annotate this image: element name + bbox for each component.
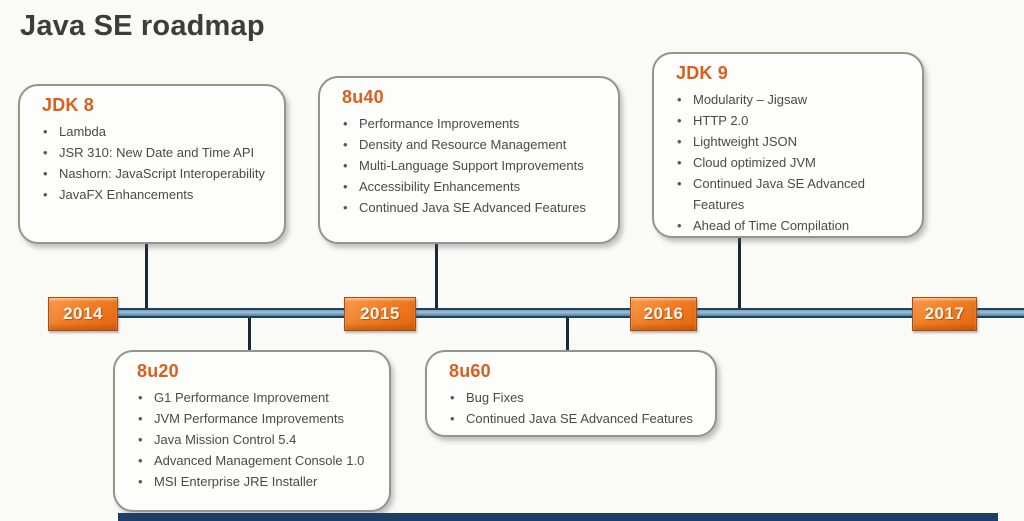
feature-item: Ahead of Time Compilation [676,215,910,236]
feature-list: Modularity – Jigsaw HTTP 2.0 Lightweight… [676,89,910,236]
feature-box-title: 8u20 [137,361,179,381]
feature-item: Continued Java SE Advanced Features [449,408,703,429]
timeline-bar [52,308,1024,318]
year-marker-2014: 2014 [48,297,118,331]
feature-box-8u40: 8u40 Performance Improvements Density an… [318,76,620,244]
feature-box-jdk8: JDK 8 Lambda JSR 310: New Date and Time … [18,84,286,244]
feature-item: Multi-Language Support Improvements [342,155,606,176]
feature-item: Java Mission Control 5.4 [137,429,377,450]
feature-item: Cloud optimized JVM [676,152,910,173]
connector-8u20 [248,316,251,350]
connector-8u40 [435,244,438,310]
feature-item: Density and Resource Management [342,134,606,155]
year-marker-2017: 2017 [912,297,977,331]
year-marker-2015: 2015 [344,297,416,331]
connector-jdk9 [738,237,741,310]
feature-box-8u60: 8u60 Bug Fixes Continued Java SE Advance… [425,350,717,437]
bottom-progress-bar [118,513,998,521]
feature-item: Accessibility Enhancements [342,176,606,197]
feature-item: Continued Java SE Advanced Features [676,173,910,215]
feature-box-title: JDK 8 [42,95,95,115]
feature-item: Nashorn: JavaScript Interoperability [42,163,272,184]
feature-item: Performance Improvements [342,113,606,134]
feature-box-title: JDK 9 [676,63,729,83]
feature-list: G1 Performance Improvement JVM Performan… [137,387,377,492]
feature-item: Continued Java SE Advanced Features [342,197,606,218]
connector-jdk8 [145,244,148,310]
feature-item: MSI Enterprise JRE Installer [137,471,377,492]
year-marker-2016: 2016 [630,297,697,331]
feature-item: JVM Performance Improvements [137,408,377,429]
feature-list: Bug Fixes Continued Java SE Advanced Fea… [449,387,703,429]
feature-item: G1 Performance Improvement [137,387,377,408]
feature-box-8u20: 8u20 G1 Performance Improvement JVM Perf… [113,350,391,512]
connector-8u60 [566,316,569,350]
feature-item: Advanced Management Console 1.0 [137,450,377,471]
feature-box-title: 8u60 [449,361,491,381]
feature-box-jdk9: JDK 9 Modularity – Jigsaw HTTP 2.0 Light… [652,52,924,238]
feature-item: Lightweight JSON [676,131,910,152]
page-title: Java SE roadmap [20,10,265,42]
feature-list: Lambda JSR 310: New Date and Time API Na… [42,121,272,205]
feature-box-title: 8u40 [342,87,384,107]
feature-item: Lambda [42,121,272,142]
feature-list: Performance Improvements Density and Res… [342,113,606,218]
feature-item: JavaFX Enhancements [42,184,272,205]
feature-item: HTTP 2.0 [676,110,910,131]
feature-item: Modularity – Jigsaw [676,89,910,110]
feature-item: Bug Fixes [449,387,703,408]
feature-item: JSR 310: New Date and Time API [42,142,272,163]
